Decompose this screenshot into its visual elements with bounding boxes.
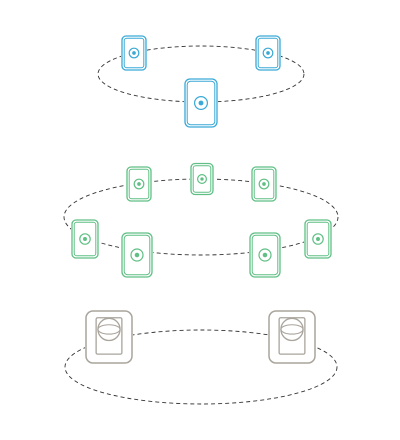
speaker-inner-body: [251, 234, 279, 276]
speaker-inner-body: [253, 168, 275, 200]
speaker-body: [249, 232, 281, 278]
speaker-icon: [304, 219, 332, 259]
speaker-icon: [190, 162, 214, 196]
bottom-tier-ring: [64, 329, 338, 405]
speaker-icon: [126, 166, 152, 202]
speaker-driver: [194, 95, 209, 110]
speaker-inner-body: [186, 80, 216, 126]
subwoofer-enclosure: [268, 310, 316, 364]
subwoofer-icon: [268, 310, 316, 364]
subwoofer-cone: [280, 317, 304, 342]
speaker-driver: [262, 47, 274, 59]
speaker-driver: [312, 233, 324, 245]
speaker-inner-body: [73, 221, 97, 257]
speaker-driver-dot: [262, 182, 266, 186]
speaker-body: [126, 166, 152, 202]
speaker-body: [190, 162, 214, 196]
speaker-driver-dot: [198, 100, 204, 106]
speaker-icon: [71, 219, 99, 259]
top-tier-ring: [97, 45, 305, 103]
speaker-driver: [258, 178, 270, 190]
speaker-driver-dot: [262, 252, 268, 258]
speaker-body: [184, 78, 218, 128]
speaker-driver: [258, 248, 272, 262]
speaker-driver: [128, 47, 140, 59]
speaker-icon: [184, 78, 218, 128]
speaker-driver-dot: [200, 177, 204, 181]
speaker-inner-body: [123, 234, 151, 276]
speaker-icon: [249, 232, 281, 278]
speaker-driver: [79, 233, 91, 245]
speaker-driver-dot: [132, 51, 136, 55]
speaker-driver-dot: [134, 252, 140, 258]
speaker-devices: [71, 35, 332, 364]
speaker-body: [255, 35, 281, 71]
speaker-inner-body: [192, 165, 212, 193]
subwoofer-icon: [85, 310, 133, 364]
speaker-body: [251, 166, 277, 202]
speaker-driver: [197, 174, 208, 185]
subwoofer-cone: [97, 317, 121, 342]
speaker-driver-dot: [83, 237, 87, 241]
speaker-icon: [121, 232, 153, 278]
speaker-driver-dot: [316, 237, 320, 241]
speaker-body: [71, 219, 99, 259]
middle-tier-ring: [63, 178, 339, 256]
speaker-icon: [121, 35, 147, 71]
speaker-body: [304, 219, 332, 259]
speaker-body: [121, 35, 147, 71]
speaker-icon: [251, 166, 277, 202]
speaker-driver: [133, 178, 145, 190]
speaker-body: [121, 232, 153, 278]
speaker-driver-dot: [137, 182, 141, 186]
speaker-inner-body: [123, 37, 145, 69]
subwoofer-cone-rim: [280, 324, 304, 335]
speaker-driver: [130, 248, 144, 262]
speaker-inner-body: [128, 168, 150, 200]
speaker-driver-dot: [266, 51, 270, 55]
speaker-inner-body: [257, 37, 279, 69]
subwoofer-enclosure: [85, 310, 133, 364]
tier-rings: [63, 45, 339, 405]
speaker-inner-body: [306, 221, 330, 257]
subwoofer-cone-rim: [97, 324, 121, 335]
speaker-icon: [255, 35, 281, 71]
